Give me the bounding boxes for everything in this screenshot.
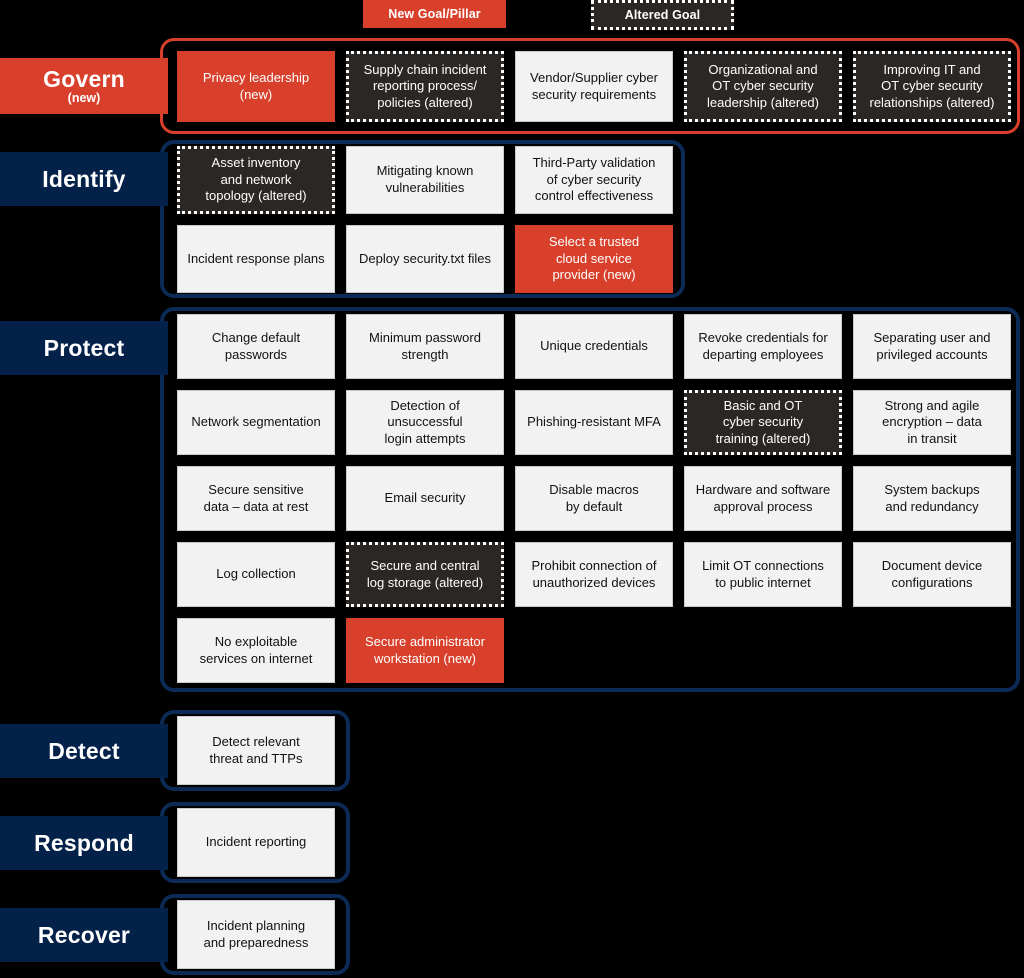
pillar-label-identify[interactable]: Identify (0, 152, 168, 206)
goal-card[interactable]: Incident reporting (177, 808, 335, 877)
pillar-title-detect: Detect (48, 737, 120, 764)
pillar-title-govern: Govern (43, 65, 125, 92)
goal-card[interactable]: Unique credentials (515, 314, 673, 379)
goal-card[interactable]: Email security (346, 466, 504, 531)
pillar-title-respond: Respond (34, 829, 134, 856)
pillar-title-identify: Identify (42, 165, 126, 192)
goal-card[interactable]: Incident response plans (177, 225, 335, 293)
pillar-label-respond[interactable]: Respond (0, 816, 168, 870)
pillar-title-protect: Protect (43, 334, 125, 361)
goal-card[interactable]: Log collection (177, 542, 335, 607)
legend-new-goal-chip: New Goal/Pillar (363, 0, 506, 28)
pillar-subtitle-govern: (new) (67, 90, 101, 105)
pillar-label-govern[interactable]: Govern(new) (0, 58, 168, 114)
pillar-label-recover[interactable]: Recover (0, 908, 168, 962)
goal-card[interactable]: Network segmentation (177, 390, 335, 455)
goal-card[interactable]: Privacy leadership(new) (177, 51, 335, 122)
goal-grid-govern: Privacy leadership(new)Supply chain inci… (177, 51, 1014, 122)
legend-altered-goal-chip: Altered Goal (591, 0, 734, 30)
pillar-label-protect[interactable]: Protect (0, 321, 168, 375)
goal-card[interactable]: Phishing-resistant MFA (515, 390, 673, 455)
goal-card[interactable]: Deploy security.txt files (346, 225, 504, 293)
pillar-label-detect[interactable]: Detect (0, 724, 168, 778)
pillar-title-recover: Recover (37, 921, 131, 948)
goal-grid-respond: Incident reporting (177, 808, 347, 877)
legend: New Goal/Pillar Altered Goal (363, 0, 734, 30)
